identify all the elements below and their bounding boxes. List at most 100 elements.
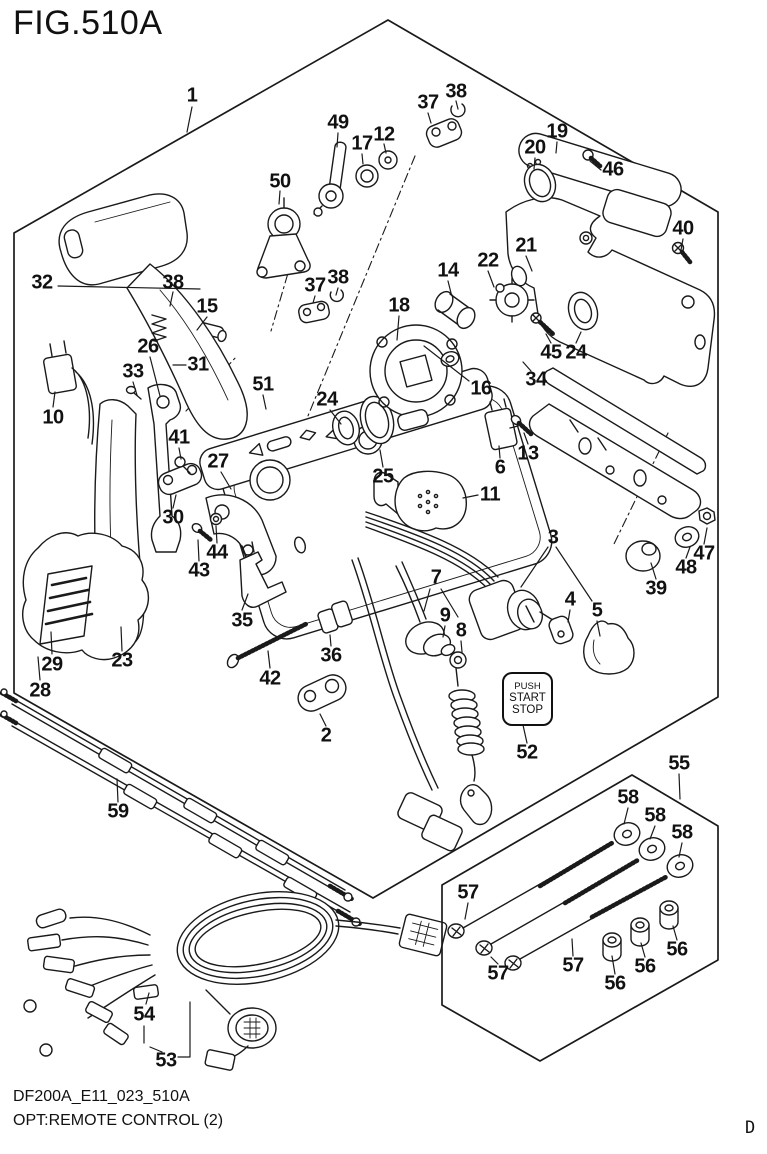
part-label-52: 52 [516,741,538,764]
part-label-4: 4 [564,588,576,611]
part-label-56-b: 56 [634,955,656,978]
part-label-30: 30 [162,506,184,529]
part-label-45: 45 [540,341,562,364]
part-label-49: 49 [327,111,349,134]
part-label-51: 51 [252,373,274,396]
start-label: START [509,691,546,704]
flange-18 [369,324,463,431]
part-label-58-a: 58 [617,786,639,809]
part-label-47: 47 [693,542,715,565]
part-label-53: 53 [155,1049,177,1072]
part-label-38-a: 38 [445,80,467,103]
clamp-37-top [425,118,463,148]
bracket-50 [256,197,311,279]
part-label-35: 35 [231,609,253,632]
lanyard-8 [448,651,493,826]
harness-53 [23,891,448,1071]
part-label-25: 25 [372,465,394,488]
part-label-5: 5 [591,599,603,622]
part-label-56-c: 56 [666,938,688,961]
drawing-code: DF200A_E11_023_510A [13,1088,190,1105]
snap-ring-38-lower [329,289,344,303]
part-label-15: 15 [196,295,218,318]
part-label-43: 43 [188,559,210,582]
part-label-12: 12 [373,123,395,146]
part-label-19: 19 [546,120,568,143]
part-label-37-b: 37 [304,274,326,297]
part-label-38-c: 38 [162,271,184,294]
part-label-9: 9 [439,604,451,627]
sensor-10 [43,340,95,445]
ignition-switch-3 [468,579,544,641]
inset-border [441,774,719,1062]
part-label-10: 10 [42,406,64,429]
blocks-36 [317,600,353,634]
part-label-18: 18 [388,294,410,317]
part-label-2: 2 [320,724,332,747]
part-label-58-c: 58 [671,821,693,844]
part-label-7: 7 [430,566,442,589]
screw-13 [510,414,534,437]
wire-bundle [351,511,499,852]
spring-31 [151,314,167,342]
part-label-57-a: 57 [457,881,479,904]
part-label-33: 33 [122,360,144,383]
part-label-55: 55 [668,752,690,775]
arm-26 [147,383,182,553]
part-label-16: 16 [470,377,492,400]
nut-47 [698,507,716,525]
cap-39 [625,540,661,572]
spool-14 [434,290,476,330]
key-cap-5 [583,620,635,675]
part-label-57-b: 57 [487,962,509,985]
part-label-23: 23 [111,649,133,672]
part-label-46: 46 [602,158,624,181]
part-label-17: 17 [351,132,373,155]
screw-40 [671,241,693,265]
bracket-35 [239,541,287,608]
lever-49 [313,141,347,217]
part-label-11: 11 [479,483,501,506]
part-label-22: 22 [477,249,499,272]
washer-24-right [567,291,599,331]
push-label: PUSH [514,680,541,692]
clamp-grip-28-29 [22,532,149,661]
part-label-26: 26 [137,335,159,358]
part-label-14: 14 [437,259,459,282]
screw-33 [125,385,142,400]
stop-label: STOP [511,703,544,716]
part-21 [510,265,528,287]
part-label-57-c: 57 [562,954,584,977]
sheet-letter: D [745,1118,756,1138]
rotor-22 [489,277,535,323]
rod-42 [226,621,309,669]
construction-lines [185,155,669,547]
part-label-31: 31 [187,353,209,376]
ring-25 [359,395,395,445]
handle-32 [58,193,248,440]
screw-41 [174,456,191,474]
grommet-11 [373,470,467,532]
part-label-42: 42 [259,667,281,690]
bushing-16 [440,351,460,367]
part-label-20: 20 [524,136,546,159]
part-label-34: 34 [525,368,547,391]
part-label-40: 40 [672,217,694,240]
part-label-41: 41 [168,426,190,449]
washer-48 [674,526,700,548]
part-label-32: 32 [31,271,53,294]
part-label-21: 21 [515,234,537,257]
figure-title: FIG.510A [13,4,163,42]
part-label-1: 1 [186,84,198,107]
part-label-50: 50 [269,170,291,193]
clamp-37-lower [298,300,330,324]
part-label-39: 39 [645,577,667,600]
snap-ring-38-top [450,103,466,118]
part-label-27: 27 [207,450,229,473]
rear-panel [505,196,716,520]
inset-spacers-56 [602,900,679,962]
cables-59 [0,688,363,927]
washer-12 [378,150,398,170]
